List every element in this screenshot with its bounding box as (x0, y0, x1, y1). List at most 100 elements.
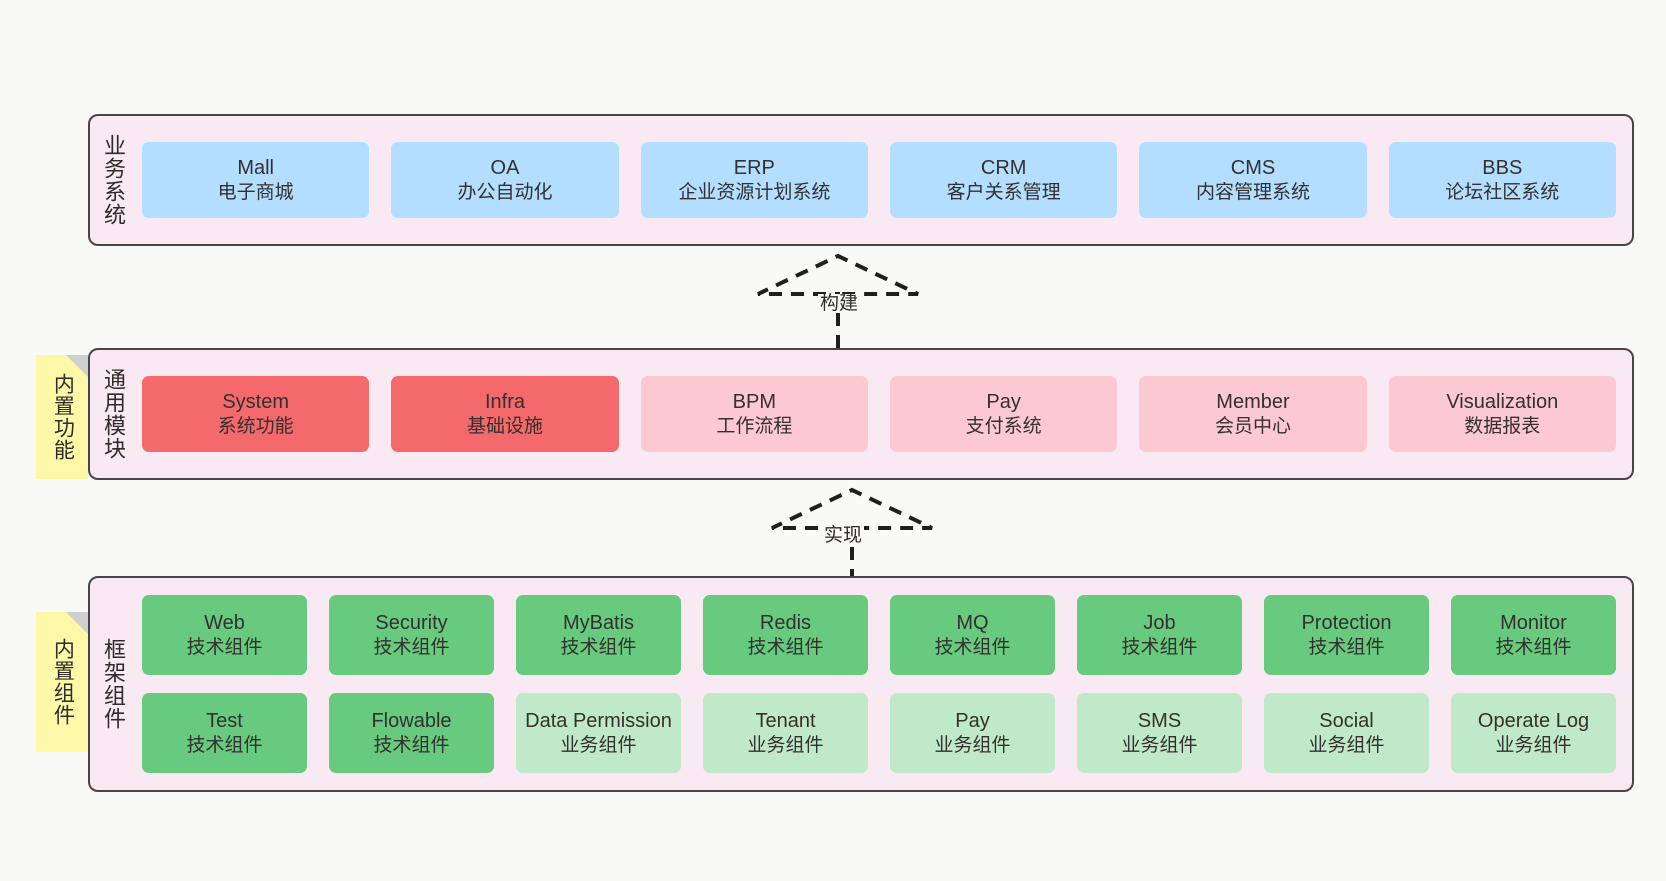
card-title-en: Member (1216, 391, 1290, 414)
card-title-en: Protection (1301, 612, 1392, 635)
card-job[interactable]: Job 技术组件 (1077, 595, 1242, 675)
card-cms[interactable]: CMS 内容管理系统 (1139, 142, 1367, 218)
card-title-en: BBS (1482, 157, 1523, 180)
card-mall[interactable]: Mall 电子商城 (142, 142, 370, 218)
card-title-en: Mall (237, 157, 274, 180)
card-title-en: Tenant (755, 710, 816, 733)
card-title-en: ERP (733, 157, 775, 180)
card-title-cn: 技术组件 (373, 734, 450, 756)
card-row: Web 技术组件 Security 技术组件 MyBatis 技术组件 Redi… (142, 595, 1616, 675)
card-title-cn: 技术组件 (934, 636, 1011, 658)
card-pay-business[interactable]: Pay 业务组件 (890, 693, 1055, 773)
card-row: System 系统功能 Infra 基础设施 BPM 工作流程 Pay 支付系统… (142, 376, 1616, 452)
card-system[interactable]: System 系统功能 (142, 376, 370, 452)
card-crm[interactable]: CRM 客户关系管理 (889, 142, 1118, 218)
card-title-en: Operate Log (1477, 710, 1590, 733)
card-title-en: OA (490, 157, 520, 180)
card-web[interactable]: Web 技术组件 (142, 595, 307, 675)
card-title-en: Social (1319, 710, 1374, 733)
card-infra[interactable]: Infra 基础设施 (391, 376, 619, 452)
card-title-en: BPM (732, 391, 776, 414)
card-title-en: Flowable (371, 710, 452, 733)
card-title-en: Web (204, 612, 245, 635)
layer-common-modules: 通用模块 System 系统功能 Infra 基础设施 BPM 工作流程 Pay… (88, 348, 1634, 480)
card-row: Mall 电子商城 OA 办公自动化 ERP 企业资源计划系统 CRM 客户关系… (142, 142, 1616, 218)
card-test[interactable]: Test 技术组件 (142, 693, 307, 773)
layer-body-business: Mall 电子商城 OA 办公自动化 ERP 企业资源计划系统 CRM 客户关系… (136, 116, 1632, 244)
layer-business-systems: 业务系统 Mall 电子商城 OA 办公自动化 ERP 企业资源计划系统 CRM… (88, 114, 1634, 246)
card-title-cn: 技术组件 (747, 636, 824, 658)
card-title-cn: 基础设施 (466, 415, 543, 437)
card-title-cn: 工作流程 (716, 415, 793, 437)
card-title-cn: 内容管理系统 (1195, 181, 1310, 203)
card-title-en: SMS (1137, 710, 1182, 733)
card-oa[interactable]: OA 办公自动化 (391, 142, 619, 218)
card-monitor[interactable]: Monitor 技术组件 (1451, 595, 1616, 675)
card-title-cn: 系统功能 (217, 415, 294, 437)
card-erp[interactable]: ERP 企业资源计划系统 (640, 142, 868, 218)
note-label: 内置组件 (51, 638, 75, 726)
card-redis[interactable]: Redis 技术组件 (703, 595, 868, 675)
card-visualization[interactable]: Visualization 数据报表 (1388, 376, 1616, 452)
card-title-cn: 支付系统 (965, 415, 1042, 437)
card-title-cn: 业务组件 (1495, 734, 1572, 756)
card-title-cn: 业务组件 (747, 734, 824, 756)
layer-body-common: System 系统功能 Infra 基础设施 BPM 工作流程 Pay 支付系统… (136, 350, 1632, 478)
card-data-permission[interactable]: Data Permission 业务组件 (516, 693, 681, 773)
card-title-en: Redis (759, 612, 812, 635)
card-title-cn: 技术组件 (186, 734, 263, 756)
card-title-cn: 论坛社区系统 (1445, 181, 1560, 203)
card-title-cn: 技术组件 (373, 636, 450, 658)
layer-title-common: 通用模块 (100, 368, 126, 460)
card-title-en: CRM (980, 157, 1027, 180)
card-flowable[interactable]: Flowable 技术组件 (329, 693, 494, 773)
card-title-cn: 数据报表 (1464, 415, 1541, 437)
card-operate-log[interactable]: Operate Log 业务组件 (1451, 693, 1616, 773)
card-title-cn: 企业资源计划系统 (678, 181, 831, 203)
card-title-en: Infra (484, 391, 525, 414)
card-title-cn: 电子商城 (217, 181, 294, 203)
card-security[interactable]: Security 技术组件 (329, 595, 494, 675)
card-title-cn: 技术组件 (1308, 636, 1385, 658)
card-row: Test 技术组件 Flowable 技术组件 Data Permission … (142, 693, 1616, 773)
card-mybatis[interactable]: MyBatis 技术组件 (516, 595, 681, 675)
card-title-cn: 办公自动化 (457, 181, 553, 203)
card-mq[interactable]: MQ 技术组件 (890, 595, 1055, 675)
card-title-en: Pay (986, 391, 1021, 414)
layer-body-frame: Web 技术组件 Security 技术组件 MyBatis 技术组件 Redi… (136, 578, 1632, 790)
card-title-en: MQ (956, 612, 989, 635)
card-title-cn: 业务组件 (1121, 734, 1198, 756)
card-title-cn: 技术组件 (186, 636, 263, 658)
card-title-cn: 技术组件 (560, 636, 637, 658)
card-bpm[interactable]: BPM 工作流程 (640, 376, 868, 452)
connector-label-implement: 实现 (822, 525, 865, 546)
card-bbs[interactable]: BBS 论坛社区系统 (1388, 142, 1616, 218)
card-social[interactable]: Social 业务组件 (1264, 693, 1429, 773)
card-title-en: Job (1143, 612, 1176, 635)
note-fold-icon (66, 355, 88, 377)
card-pay[interactable]: Pay 支付系统 (889, 376, 1118, 452)
card-title-en: Visualization (1446, 391, 1559, 414)
card-title-en: Monitor (1500, 612, 1567, 635)
connector-label-build: 构建 (818, 293, 861, 314)
card-title-en: MyBatis (562, 612, 635, 635)
note-builtin-features: 内置功能 (36, 355, 88, 479)
card-title-cn: 会员中心 (1214, 415, 1291, 437)
note-builtin-components: 内置组件 (36, 612, 88, 752)
card-title-en: Test (206, 710, 243, 733)
card-title-en: CMS (1230, 157, 1276, 180)
card-tenant[interactable]: Tenant 业务组件 (703, 693, 868, 773)
card-member[interactable]: Member 会员中心 (1139, 376, 1367, 452)
card-sms[interactable]: SMS 业务组件 (1077, 693, 1242, 773)
card-title-cn: 业务组件 (1308, 734, 1385, 756)
card-title-cn: 技术组件 (1495, 636, 1572, 658)
layer-framework-components: 框架组件 Web 技术组件 Security 技术组件 MyBatis 技术组件… (88, 576, 1634, 792)
card-title-en: System (222, 391, 289, 414)
card-protection[interactable]: Protection 技术组件 (1264, 595, 1429, 675)
layer-title-business: 业务系统 (100, 134, 126, 226)
card-title-cn: 技术组件 (1121, 636, 1198, 658)
note-fold-icon (66, 612, 88, 634)
card-title-cn: 客户关系管理 (946, 181, 1061, 203)
card-title-en: Data Permission (525, 710, 672, 733)
